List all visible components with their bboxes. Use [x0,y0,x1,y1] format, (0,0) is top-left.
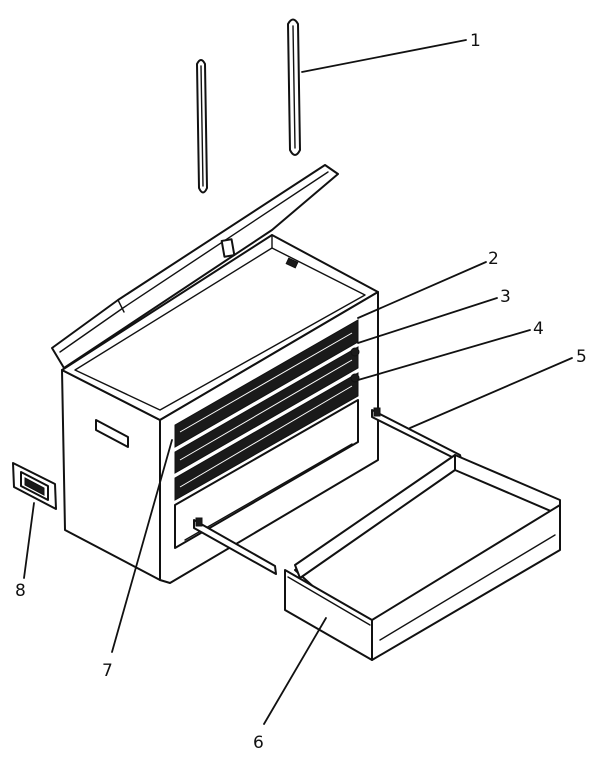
support-rod-right [287,18,301,156]
callout-3: 3 [500,287,511,307]
drawer-stack [174,319,360,549]
callout-7: 7 [102,661,113,681]
leader-lines [23,39,573,725]
callout-5: 5 [576,347,587,367]
callout-6: 6 [253,733,264,753]
callout-1: 1 [470,31,481,51]
callout-4: 4 [533,319,544,339]
support-rod-left [196,59,208,194]
drawer-slide-rails [193,407,463,575]
side-handle [12,462,57,510]
pulled-out-drawer [284,454,561,661]
callout-8: 8 [15,581,26,601]
callout-2: 2 [488,249,499,269]
